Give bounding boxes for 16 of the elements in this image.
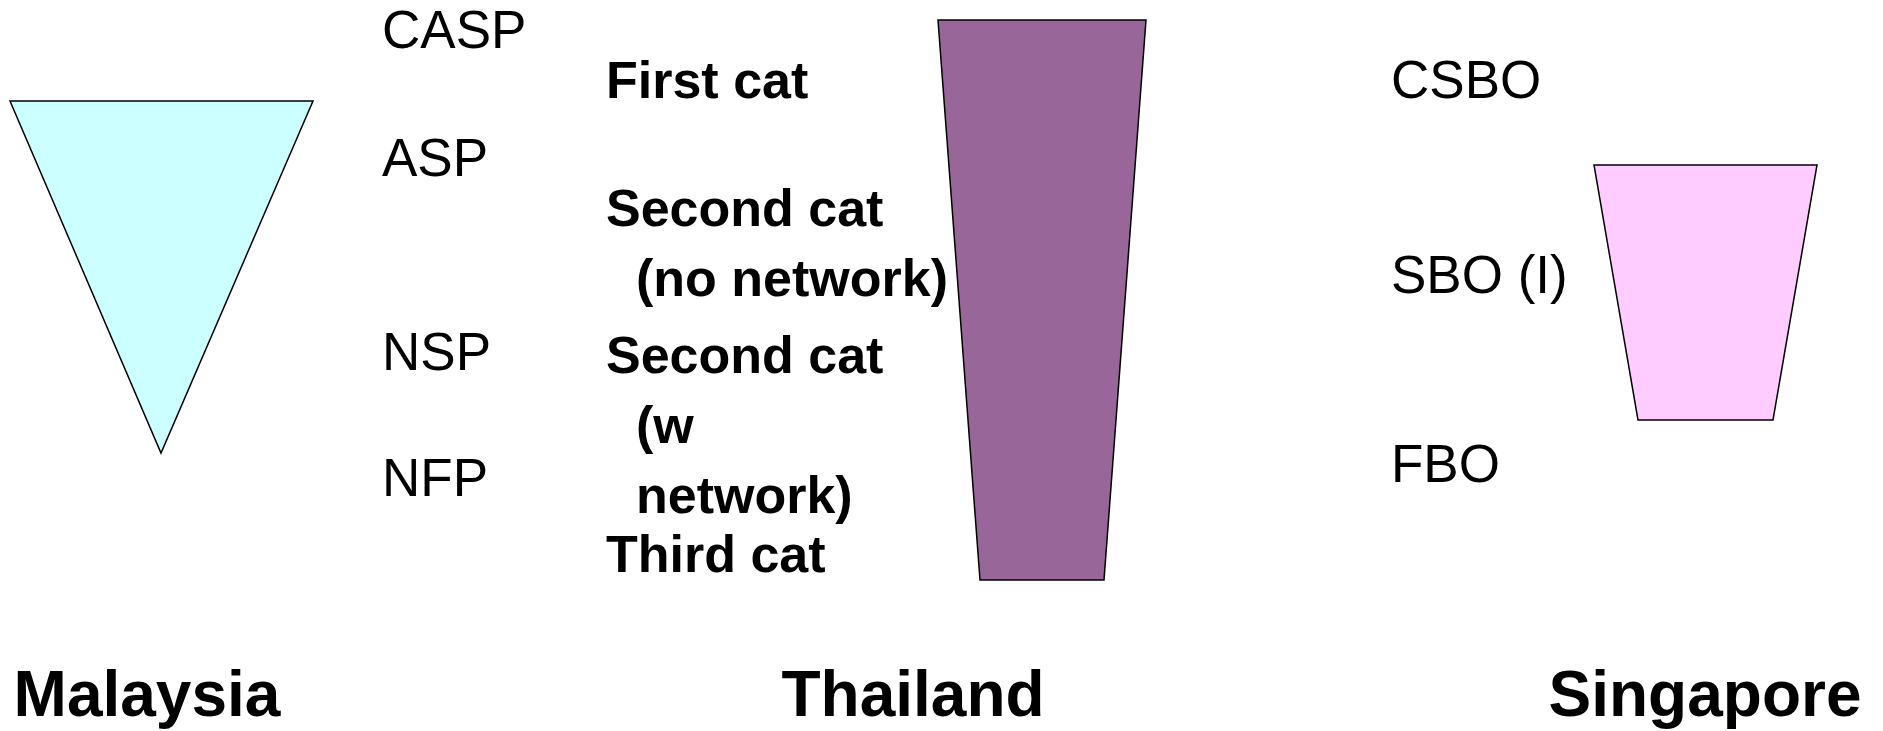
tier-label: SBO (I) bbox=[1391, 244, 1568, 306]
tier-label: First cat bbox=[606, 50, 809, 111]
tier-label: CASP bbox=[382, 0, 527, 61]
tier-label: Second cat (w network) bbox=[606, 325, 885, 526]
tier-label: CSBO bbox=[1391, 49, 1542, 111]
country-title: Singapore bbox=[1548, 658, 1862, 730]
tier-label: Third cat bbox=[606, 524, 826, 585]
tier-label: ASP bbox=[382, 127, 489, 189]
country-title: Thailand bbox=[781, 658, 1045, 730]
tier-label: FBO bbox=[1391, 433, 1500, 495]
trapezoid bbox=[1593, 164, 1818, 421]
tier-label: Second cat (no network) bbox=[606, 178, 949, 309]
tier-label: NSP bbox=[382, 321, 491, 383]
inverted-triangle bbox=[8, 100, 315, 455]
tier-label: NFP bbox=[382, 447, 488, 509]
country-title: Malaysia bbox=[13, 658, 281, 730]
